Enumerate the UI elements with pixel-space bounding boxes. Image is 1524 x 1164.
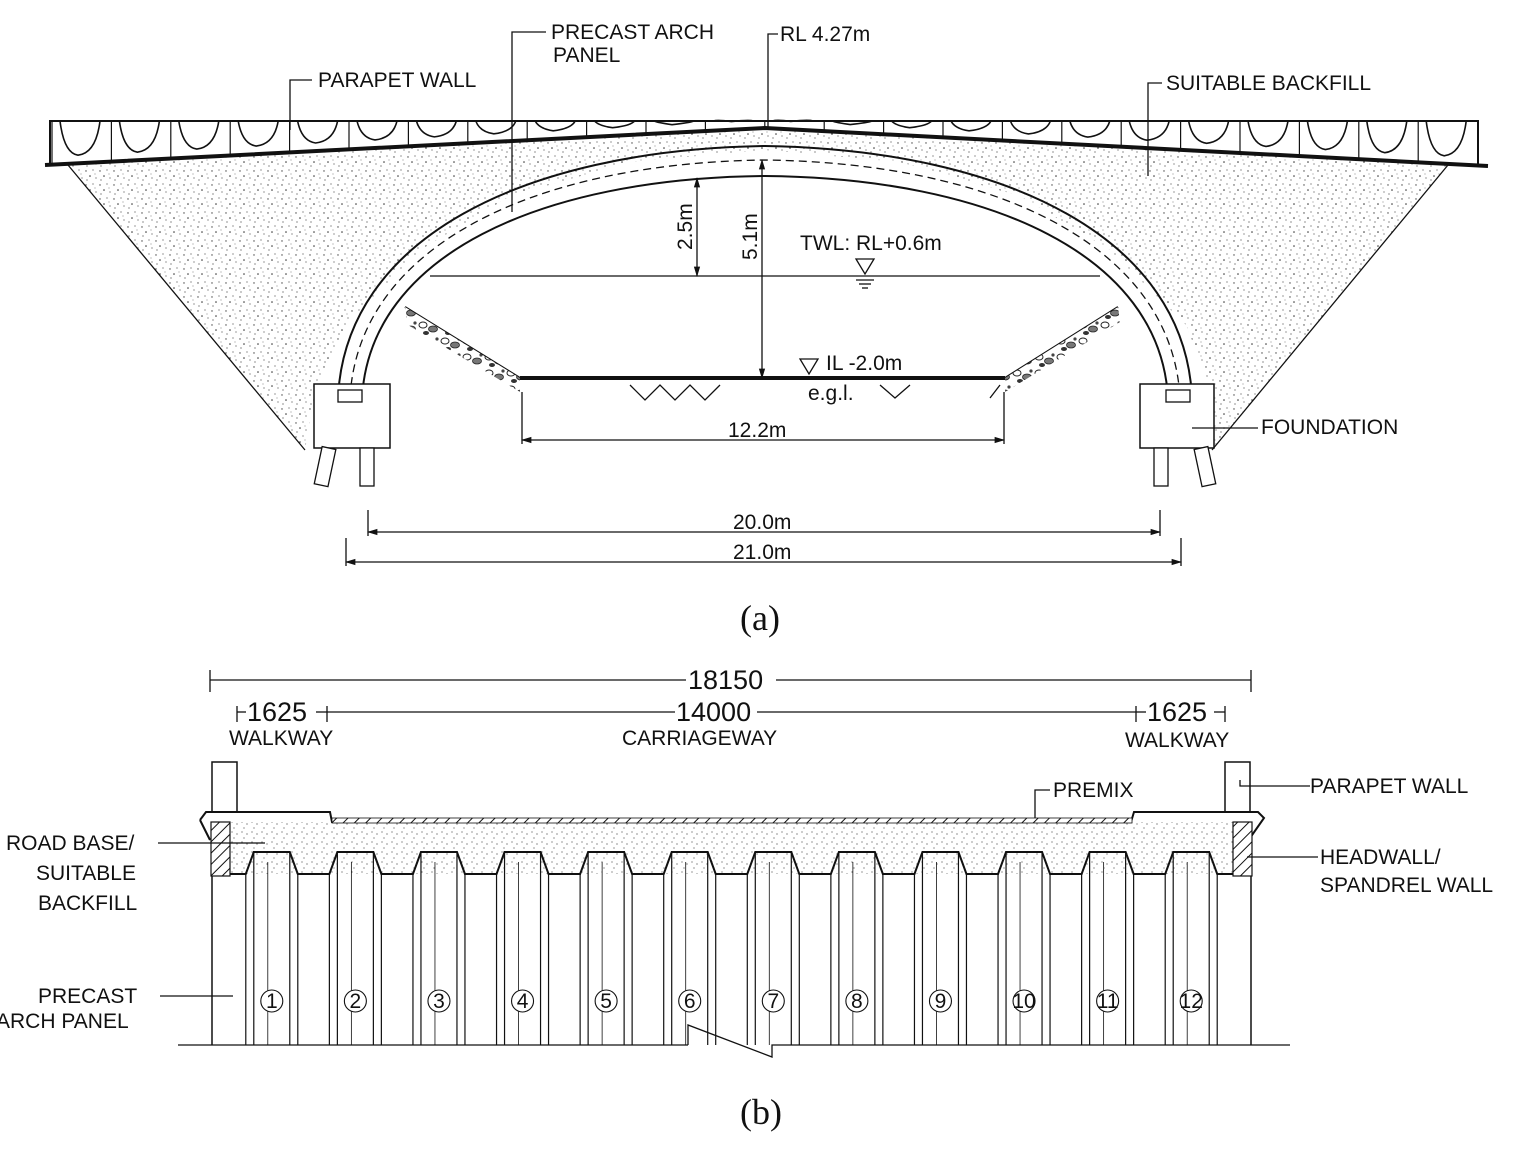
parapet-unit: [229, 120, 285, 156]
cross-section-b: 18150 1625 14000 1625 WALKWAY CARRIAGEWA…: [0, 665, 1493, 1132]
headwall-left: [210, 821, 231, 877]
label-suitable-backfill: SUITABLE BACKFILL: [1166, 72, 1371, 95]
parapet-unit: [882, 120, 938, 135]
parapet-unit: [467, 120, 522, 144]
dim-channel-width: 12.2m: [728, 419, 786, 442]
parapet-unit: [823, 120, 879, 132]
dim-walkway-right: 1625: [1147, 697, 1207, 727]
panel-number-label: 6: [684, 990, 696, 1013]
dim-overall-span: 21.0m: [733, 541, 791, 564]
panel-number: 6: [678, 989, 702, 1013]
label-precast-panel-2: ARCH PANEL: [0, 1010, 129, 1033]
panel-profile: [230, 851, 1233, 875]
dim-rise-to-twl: 2.5m: [674, 203, 697, 250]
il-label: IL -2.0m: [826, 352, 902, 375]
parapet-unit: [585, 120, 641, 138]
panel-number-label: 8: [851, 990, 863, 1013]
parapet-unit: [1179, 120, 1235, 150]
parapet-unit: [1239, 120, 1294, 153]
panel-number: 12: [1180, 989, 1203, 1013]
panel-number: 11: [1096, 989, 1120, 1013]
panel-number: 1: [260, 989, 284, 1013]
panel-number-label: 3: [433, 990, 445, 1013]
panel-number: 3: [427, 989, 451, 1013]
backfill-fill: [68, 128, 1448, 450]
parapet-unit: [348, 120, 403, 150]
road-base-fill: [230, 822, 1233, 874]
label-walkway-left: WALKWAY: [229, 727, 333, 750]
parapet-unit: [942, 120, 997, 138]
parapet-unit: [110, 120, 166, 162]
parapet-left: [211, 761, 238, 813]
dim-carriageway: 14000: [676, 697, 751, 727]
parapet-wall: [49, 119, 1479, 166]
panel-number: 9: [928, 989, 953, 1013]
panel-number-label: 12: [1180, 990, 1203, 1013]
parapet-unit: [526, 120, 582, 141]
panel-number: 4: [510, 989, 535, 1013]
panel-number-label: 1: [266, 990, 278, 1013]
panel-number-label: 10: [1012, 990, 1035, 1013]
label-precast-panel-1: PRECAST: [38, 985, 137, 1008]
parapet-unit: [170, 120, 225, 159]
parapet-unit: [1298, 120, 1354, 157]
parapet-right: [1224, 761, 1251, 813]
elevation-section-a: 2.5m 5.1m TWL: RL+0.6m IL -2.0m e.g.l. 1…: [44, 21, 1489, 638]
panel-number: 7: [761, 989, 785, 1013]
premix-layer: [331, 817, 1133, 824]
label-headwall-1: HEADWALL/: [1320, 846, 1441, 869]
egl-label: e.g.l.: [808, 382, 854, 405]
panel-number: 2: [343, 989, 367, 1013]
label-rl-top: RL 4.27m: [780, 23, 870, 46]
dim-clear-span: 20.0m: [733, 511, 791, 534]
label-walkway-right: WALKWAY: [1125, 729, 1229, 752]
panel-number: 10: [1012, 989, 1036, 1013]
label-precast-arch-panel-a: PRECAST ARCH: [551, 21, 714, 44]
label-precast-arch-panel-a-2: PANEL: [553, 44, 620, 67]
panel-number-label: 9: [935, 990, 947, 1013]
panel-number-label: 5: [600, 990, 612, 1013]
parapet-unit: [1001, 120, 1057, 141]
label-road-base-2: SUITABLE: [36, 862, 136, 885]
parapet-unit: [51, 120, 106, 165]
rubble-right: [1005, 307, 1120, 392]
foundation-right: [1139, 383, 1215, 449]
parapet-unit: [289, 120, 344, 153]
parapet-unit: [1120, 120, 1176, 147]
dim-total-rise: 5.1m: [739, 213, 762, 260]
parapet-unit: [407, 120, 463, 147]
label-parapet-wall-a: PARAPET WALL: [318, 69, 476, 92]
dim-walkway-left: 1625: [247, 697, 307, 727]
panel-lines: [211, 852, 1252, 1045]
label-foundation: FOUNDATION: [1261, 416, 1398, 439]
rubble-left: [405, 307, 520, 392]
label-road-base-1: ROAD BASE/: [6, 832, 135, 855]
panel-number: 8: [845, 989, 869, 1013]
caption-b: (b): [740, 1092, 782, 1132]
panel-number-label: 2: [350, 990, 362, 1013]
parapet-unit: [645, 120, 700, 135]
piles: [313, 445, 1217, 488]
parapet-unit: [1358, 120, 1413, 160]
parapet-unit: [1061, 120, 1116, 144]
parapet-unit: [1417, 120, 1473, 163]
label-headwall-2: SPANDREL WALL: [1320, 874, 1493, 897]
label-premix: PREMIX: [1053, 779, 1134, 802]
foundation-left: [313, 383, 391, 449]
panel-number-label: 11: [1097, 990, 1119, 1013]
panel-number: 5: [594, 989, 618, 1013]
twl-label: TWL: RL+0.6m: [800, 232, 942, 255]
headwall-right: [1232, 821, 1253, 877]
dim-overall-width: 18150: [688, 665, 763, 695]
label-carriageway: CARRIAGEWAY: [622, 727, 777, 750]
caption-a: (a): [740, 598, 780, 638]
parapet-unit: [704, 119, 760, 132]
label-road-base-3: BACKFILL: [38, 892, 137, 915]
label-parapet-wall-b: PARAPET WALL: [1310, 775, 1468, 798]
panel-number-label: 7: [767, 990, 779, 1013]
parapet-unit: [764, 119, 819, 129]
arch-panel-outer: [337, 144, 1193, 399]
panel-number-label: 4: [517, 990, 529, 1013]
